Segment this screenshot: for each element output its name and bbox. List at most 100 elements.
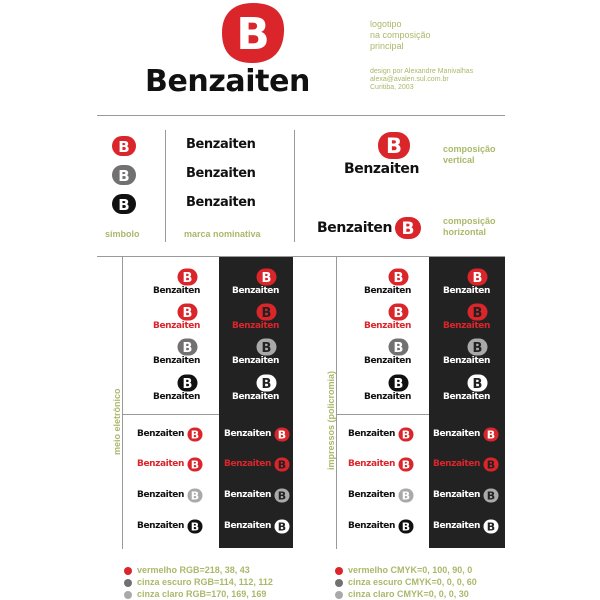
label-line: composição — [443, 144, 496, 154]
wordmark: Benzaiten — [443, 321, 490, 331]
title-line: na composição — [370, 30, 431, 40]
legend-text: vermelho RGB=218, 38, 43 — [137, 565, 250, 575]
main-wordmark: Benzaiten — [145, 64, 311, 99]
wordmark: Benzaiten — [232, 286, 279, 296]
symbol-icon: B — [187, 457, 203, 472]
divider-v3 — [122, 257, 123, 549]
credit-line: Curitiba, 2003 — [370, 84, 414, 91]
svg-text:B: B — [394, 341, 404, 356]
symbol-icon: B — [388, 303, 409, 321]
dark-panel-print — [429, 257, 505, 548]
symbol-icon: B — [388, 338, 409, 356]
credit-line: alexa@avalen.sul.com.br — [370, 76, 449, 83]
svg-text:B: B — [262, 341, 272, 356]
main-symbol-icon: B — [222, 3, 285, 63]
svg-text:B: B — [183, 341, 193, 356]
symbol-icon: B — [483, 427, 499, 442]
wordmark: Benzaiten — [224, 429, 271, 439]
wordmark: Benzaiten — [153, 321, 200, 331]
symbol-icon: B — [256, 338, 277, 356]
wordmark: Benzaiten — [137, 429, 184, 439]
svg-text:B: B — [402, 219, 415, 239]
symbol-icon: B — [388, 268, 409, 286]
wordmark: Benzaiten — [153, 286, 200, 296]
legend-dot — [124, 579, 132, 587]
svg-text:B: B — [402, 490, 410, 503]
vertical-symbol-icon: B — [378, 132, 410, 159]
svg-text:B: B — [118, 167, 129, 185]
horizontal-wordmark: Benzaiten — [317, 220, 393, 236]
label-line: horizontal — [443, 227, 486, 237]
symbol-icon: B — [274, 519, 290, 534]
svg-text:B: B — [262, 377, 272, 392]
main-logo: B Benzaiten — [140, 0, 315, 100]
divider-grid-right — [336, 414, 429, 415]
wordmark: Benzaiten — [364, 321, 411, 331]
symbol-icon: B — [483, 488, 499, 503]
symbol-icon: B — [177, 338, 198, 356]
divider-top — [97, 115, 505, 116]
svg-text:B: B — [487, 429, 495, 442]
symbol-icon: B — [274, 457, 290, 472]
credits: design por Alexandre Manivalhas alexa@av… — [370, 68, 473, 92]
legend-dot — [335, 567, 343, 575]
svg-text:B: B — [191, 490, 199, 503]
svg-text:B: B — [386, 134, 402, 158]
wordmark: Benzaiten — [137, 490, 184, 500]
symbol-icon: B — [256, 374, 277, 392]
label-line: vertical — [443, 155, 475, 165]
svg-text:B: B — [278, 459, 286, 472]
symbol-icon: B — [187, 488, 203, 503]
divider-middle — [97, 256, 505, 257]
wordmark: Benzaiten — [186, 195, 256, 210]
symbol-icon: B — [398, 427, 414, 442]
wordmark: Benzaiten — [433, 429, 480, 439]
svg-text:B: B — [473, 377, 483, 392]
svg-text:B: B — [473, 306, 483, 321]
wordmark: Benzaiten — [186, 137, 256, 152]
symbol-icon: B — [467, 268, 488, 286]
label-vertical: composição vertical — [443, 144, 496, 166]
symbol-icon: B — [467, 374, 488, 392]
wordmark: Benzaiten — [443, 392, 490, 402]
svg-text:B: B — [402, 459, 410, 472]
svg-text:B: B — [118, 196, 129, 214]
legend-text: cinza claro CMYK=0, 0, 0, 30 — [348, 589, 469, 599]
symbol-icon: B — [388, 374, 409, 392]
wordmark: Benzaiten — [348, 490, 395, 500]
wordmark: Benzaiten — [433, 459, 480, 469]
symbol-icon: B — [398, 457, 414, 472]
symbol-icon: B — [274, 427, 290, 442]
svg-text:B: B — [278, 490, 286, 503]
svg-text:B: B — [191, 459, 199, 472]
title-line: principal — [370, 41, 404, 51]
label-line: composição — [443, 216, 496, 226]
label-horizontal: composição horizontal — [443, 216, 496, 238]
legend-text: vermelho CMYK=0, 100, 90, 0 — [348, 565, 473, 575]
svg-text:B: B — [487, 521, 495, 534]
wordmark: Benzaiten — [364, 286, 411, 296]
symbol-icon: B — [187, 427, 203, 442]
symbol-icon: B — [177, 303, 198, 321]
svg-text:B: B — [191, 429, 199, 442]
svg-text:B: B — [402, 429, 410, 442]
label-symbol: símbolo — [105, 229, 140, 239]
symbol-red-icon: B — [112, 136, 136, 156]
legend-text: cinza claro RGB=170, 169, 169 — [137, 589, 267, 599]
svg-text:B: B — [191, 521, 199, 534]
symbol-icon: B — [467, 338, 488, 356]
wordmark: Benzaiten — [186, 166, 256, 181]
wordmark: Benzaiten — [224, 490, 271, 500]
wordmark: Benzaiten — [433, 490, 480, 500]
symbol-icon: B — [483, 457, 499, 472]
divider-grid-left — [122, 414, 219, 415]
svg-text:B: B — [118, 138, 129, 156]
symbol-icon: B — [177, 374, 198, 392]
wordmark: Benzaiten — [443, 356, 490, 366]
header-title: logotipo na composição principal — [370, 19, 431, 52]
wordmark: Benzaiten — [137, 521, 184, 531]
svg-text:B: B — [394, 271, 404, 286]
wordmark: Benzaiten — [443, 286, 490, 296]
wordmark: Benzaiten — [348, 521, 395, 531]
wordmark: Benzaiten — [232, 321, 279, 331]
